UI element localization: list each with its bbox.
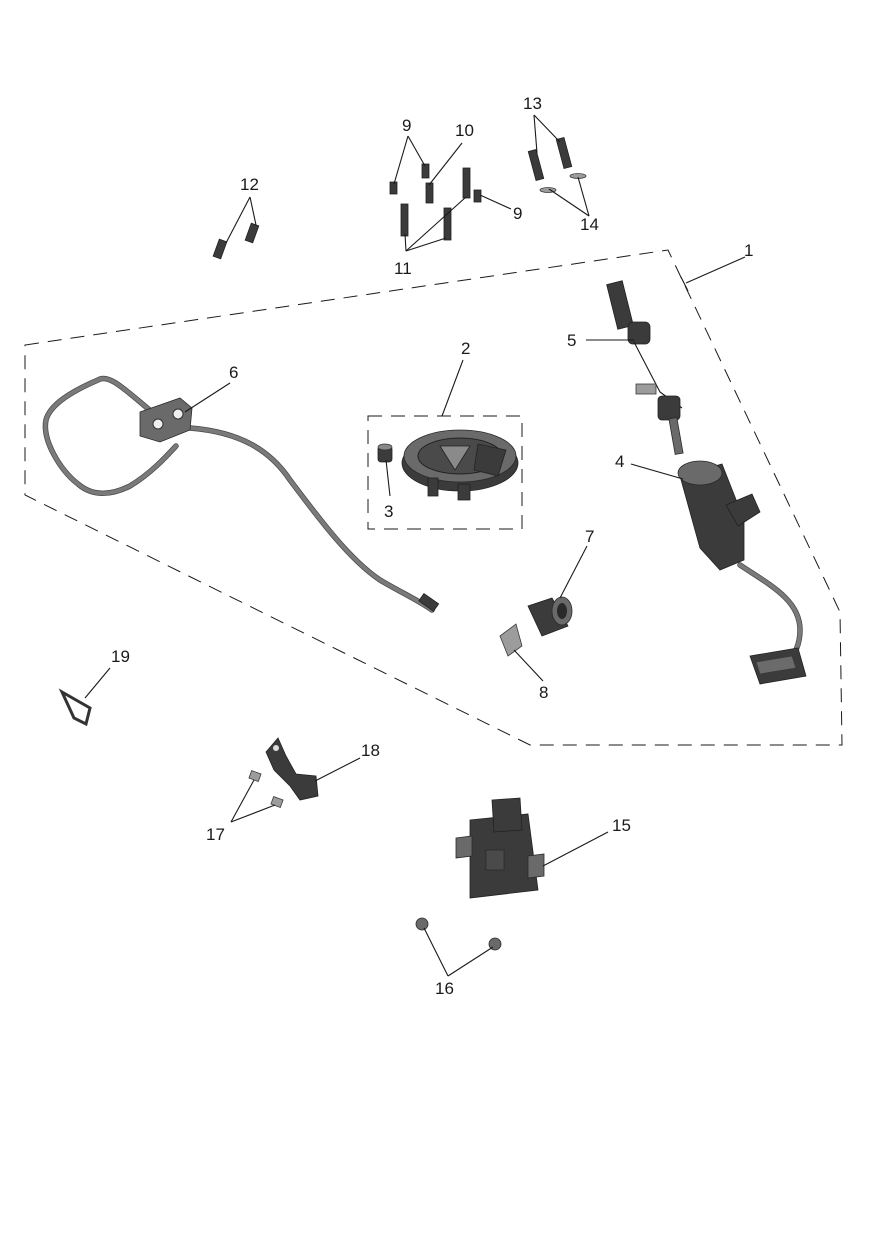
kit-2-dashed-outline bbox=[367, 415, 523, 530]
part-19-clip[interactable] bbox=[58, 688, 92, 727]
screws-9-10-11[interactable] bbox=[389, 163, 482, 241]
callout-5: 5 bbox=[567, 331, 576, 350]
part-18-bracket[interactable] bbox=[265, 737, 319, 801]
callout-19: 19 bbox=[111, 647, 130, 666]
part-4-ignition-switch[interactable] bbox=[677, 460, 807, 685]
kit-1-dashed-outline bbox=[24, 249, 843, 746]
bolts-13-washers-14[interactable] bbox=[527, 136, 587, 193]
callout-4: 4 bbox=[615, 452, 624, 471]
callout-8: 8 bbox=[539, 683, 548, 702]
parts-17-fasteners[interactable] bbox=[248, 770, 284, 808]
part-6-cable-bracket[interactable] bbox=[42, 375, 440, 613]
callout-9b: 9 bbox=[513, 204, 522, 223]
callout-11: 11 bbox=[394, 259, 412, 278]
callout-10: 10 bbox=[455, 121, 474, 140]
callout-16: 16 bbox=[435, 979, 454, 998]
screws-12[interactable] bbox=[212, 222, 260, 260]
callout-9a: 9 bbox=[402, 116, 411, 135]
callout-14: 14 bbox=[580, 215, 599, 234]
callout-1: 1 bbox=[744, 241, 753, 260]
callout-18: 18 bbox=[361, 741, 380, 760]
callout-2: 2 bbox=[461, 339, 470, 358]
part-15-module[interactable] bbox=[455, 797, 545, 899]
callout-15: 15 bbox=[612, 816, 631, 835]
callout-12: 12 bbox=[240, 175, 259, 194]
leader-lines bbox=[84, 114, 746, 977]
part-3-nut[interactable] bbox=[377, 443, 393, 463]
callout-6: 6 bbox=[229, 363, 238, 382]
part-5-key[interactable] bbox=[606, 280, 684, 455]
part-7-lock-barrel[interactable] bbox=[527, 596, 573, 637]
callout-7: 7 bbox=[585, 527, 594, 546]
callout-3: 3 bbox=[384, 502, 393, 521]
callout-17: 17 bbox=[206, 825, 225, 844]
callout-13: 13 bbox=[523, 94, 542, 113]
callout-labels: 1 2 3 4 5 6 7 8 9 9 10 11 12 13 14 15 16… bbox=[111, 94, 753, 998]
part-8-clip[interactable] bbox=[499, 623, 523, 657]
part-2-fuel-cap[interactable] bbox=[401, 429, 519, 501]
parts-16-caps[interactable] bbox=[415, 917, 502, 951]
